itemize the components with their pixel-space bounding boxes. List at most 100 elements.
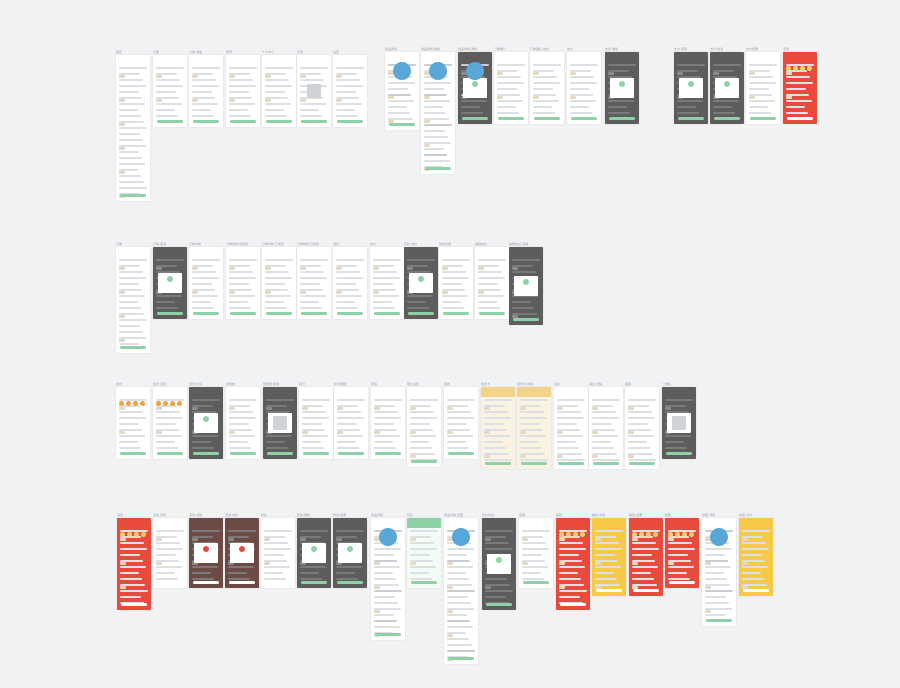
screen-frame[interactable] bbox=[517, 387, 551, 469]
primary-button[interactable] bbox=[498, 117, 524, 120]
primary-button[interactable] bbox=[593, 462, 619, 465]
primary-button[interactable] bbox=[120, 194, 146, 197]
primary-button[interactable] bbox=[669, 581, 695, 584]
primary-button[interactable] bbox=[462, 117, 488, 120]
screen-frame[interactable] bbox=[371, 387, 405, 459]
screen-frame[interactable] bbox=[702, 518, 736, 626]
primary-button[interactable] bbox=[633, 589, 659, 592]
modal-dialog[interactable] bbox=[338, 543, 362, 563]
screen-frame[interactable] bbox=[746, 52, 780, 124]
primary-button[interactable] bbox=[375, 633, 401, 636]
screen-frame[interactable] bbox=[225, 518, 259, 588]
modal-dialog[interactable] bbox=[302, 543, 326, 563]
modal-dialog[interactable] bbox=[715, 78, 739, 98]
screen-frame[interactable] bbox=[567, 52, 601, 124]
screen-frame[interactable] bbox=[297, 518, 331, 588]
primary-button[interactable] bbox=[157, 120, 183, 123]
screen-frame[interactable] bbox=[261, 518, 295, 588]
screen-frame[interactable] bbox=[153, 518, 187, 588]
primary-button[interactable] bbox=[678, 117, 704, 120]
primary-button[interactable] bbox=[301, 120, 327, 123]
primary-button[interactable] bbox=[743, 589, 769, 592]
primary-button[interactable] bbox=[120, 346, 146, 349]
screen-frame[interactable] bbox=[407, 387, 441, 467]
screen-frame[interactable] bbox=[262, 55, 296, 127]
screen-frame[interactable] bbox=[189, 247, 223, 319]
modal-dialog[interactable] bbox=[463, 78, 487, 98]
screen-frame[interactable] bbox=[662, 387, 696, 459]
screen-frame[interactable] bbox=[421, 52, 455, 174]
screen-frame[interactable] bbox=[739, 518, 773, 596]
screen-frame[interactable] bbox=[458, 52, 492, 124]
primary-button[interactable] bbox=[121, 603, 147, 606]
primary-button[interactable] bbox=[193, 581, 219, 584]
screen-frame[interactable] bbox=[407, 518, 441, 588]
screen-frame[interactable] bbox=[116, 55, 150, 201]
screen-frame[interactable] bbox=[554, 387, 588, 469]
modal-dialog[interactable] bbox=[194, 543, 218, 563]
primary-button[interactable] bbox=[120, 452, 146, 455]
screen-frame[interactable] bbox=[226, 247, 260, 319]
modal-dialog[interactable] bbox=[230, 543, 254, 563]
screen-frame[interactable] bbox=[370, 247, 404, 319]
primary-button[interactable] bbox=[266, 312, 292, 315]
screen-frame[interactable] bbox=[333, 518, 367, 588]
primary-button[interactable] bbox=[389, 123, 415, 126]
screen-frame[interactable] bbox=[153, 387, 187, 459]
primary-button[interactable] bbox=[229, 581, 255, 584]
screen-frame[interactable] bbox=[116, 247, 150, 353]
primary-button[interactable] bbox=[230, 120, 256, 123]
screen-frame[interactable] bbox=[262, 247, 296, 319]
screen-frame[interactable] bbox=[556, 518, 590, 610]
screen-frame[interactable] bbox=[481, 387, 515, 469]
screen-frame[interactable] bbox=[333, 247, 367, 319]
screen-frame[interactable] bbox=[189, 387, 223, 459]
primary-button[interactable] bbox=[486, 603, 512, 606]
primary-button[interactable] bbox=[266, 120, 292, 123]
screen-frame[interactable] bbox=[226, 387, 260, 459]
primary-button[interactable] bbox=[750, 117, 776, 120]
primary-button[interactable] bbox=[193, 312, 219, 315]
primary-button[interactable] bbox=[267, 452, 293, 455]
screen-frame[interactable] bbox=[334, 387, 368, 459]
primary-button[interactable] bbox=[375, 452, 401, 455]
primary-button[interactable] bbox=[534, 117, 560, 120]
screen-frame[interactable] bbox=[117, 518, 151, 610]
primary-button[interactable] bbox=[443, 312, 469, 315]
modal-dialog[interactable] bbox=[514, 276, 538, 296]
screen-frame[interactable] bbox=[299, 387, 333, 459]
primary-button[interactable] bbox=[193, 120, 219, 123]
primary-button[interactable] bbox=[787, 117, 813, 120]
screen-frame[interactable] bbox=[783, 52, 817, 124]
primary-button[interactable] bbox=[338, 452, 364, 455]
screen-frame[interactable] bbox=[116, 387, 150, 459]
modal-dialog[interactable] bbox=[194, 413, 218, 433]
primary-button[interactable] bbox=[230, 312, 256, 315]
primary-button[interactable] bbox=[374, 312, 400, 315]
primary-button[interactable] bbox=[337, 581, 363, 584]
primary-button[interactable] bbox=[301, 312, 327, 315]
screen-frame[interactable] bbox=[482, 518, 516, 610]
screen-frame[interactable] bbox=[605, 52, 639, 124]
primary-button[interactable] bbox=[337, 120, 363, 123]
primary-button[interactable] bbox=[485, 462, 511, 465]
primary-button[interactable] bbox=[448, 452, 474, 455]
primary-button[interactable] bbox=[193, 452, 219, 455]
screen-frame[interactable] bbox=[263, 387, 297, 459]
primary-button[interactable] bbox=[448, 657, 474, 660]
screen-frame[interactable] bbox=[530, 52, 564, 124]
primary-button[interactable] bbox=[425, 167, 451, 170]
primary-button[interactable] bbox=[408, 312, 434, 315]
screen-frame[interactable] bbox=[710, 52, 744, 124]
primary-button[interactable] bbox=[411, 581, 437, 584]
screen-frame[interactable] bbox=[625, 387, 659, 469]
primary-button[interactable] bbox=[714, 117, 740, 120]
primary-button[interactable] bbox=[523, 581, 549, 584]
primary-button[interactable] bbox=[479, 312, 505, 315]
screen-frame[interactable] bbox=[371, 518, 405, 640]
primary-button[interactable] bbox=[230, 452, 256, 455]
primary-button[interactable] bbox=[157, 452, 183, 455]
screen-frame[interactable] bbox=[475, 247, 509, 319]
primary-button[interactable] bbox=[629, 462, 655, 465]
